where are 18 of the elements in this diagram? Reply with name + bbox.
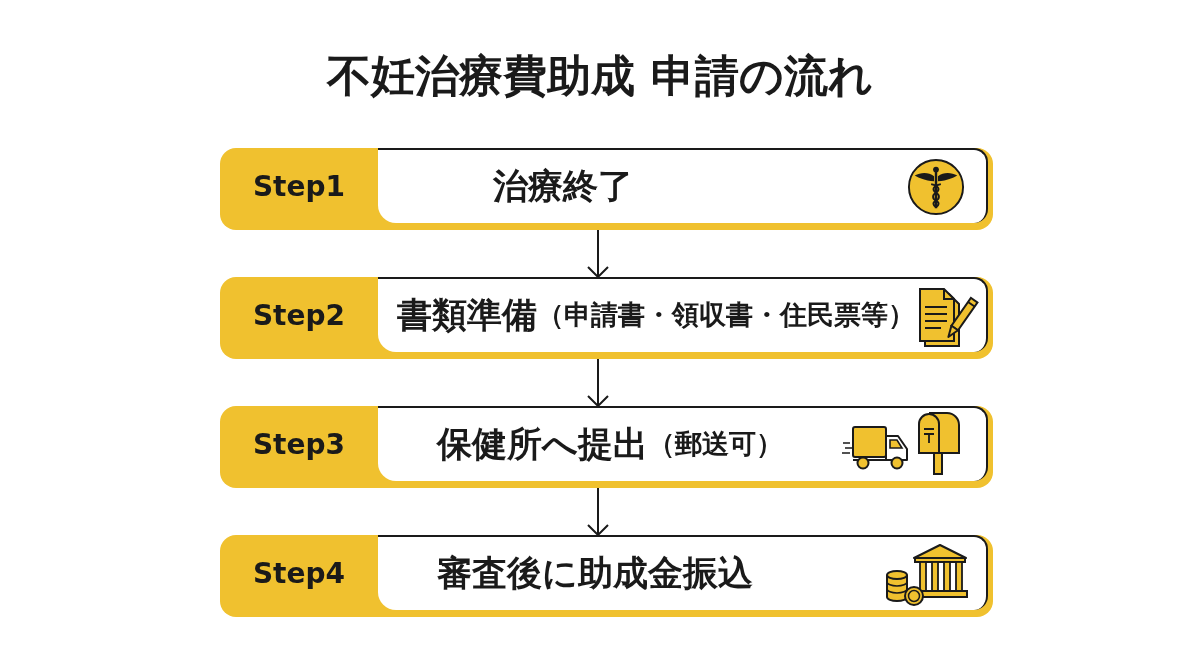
step-note: （申請書・領収書・住民票等） — [537, 297, 915, 332]
title: 不妊治療費助成 申請の流れ — [325, 49, 874, 103]
step-bar — [220, 277, 993, 359]
step-label: Step4 — [252, 557, 346, 591]
step-bar — [220, 148, 993, 230]
arrow — [587, 229, 609, 278]
arrow — [587, 487, 609, 536]
step-note: （郵送可） — [648, 426, 783, 461]
step-title: 治療終了 — [493, 164, 633, 207]
step-label: Step1 — [252, 170, 346, 204]
step-title: 審査後に助成金振込 — [437, 551, 753, 594]
step-bar — [220, 406, 993, 488]
step-label: Step2 — [252, 299, 346, 333]
step-bar — [220, 535, 993, 617]
arrow — [587, 358, 609, 407]
step-title: 保健所へ提出 — [437, 422, 648, 465]
step-title: 書類準備 — [397, 293, 537, 336]
step-label: Step3 — [252, 428, 346, 462]
